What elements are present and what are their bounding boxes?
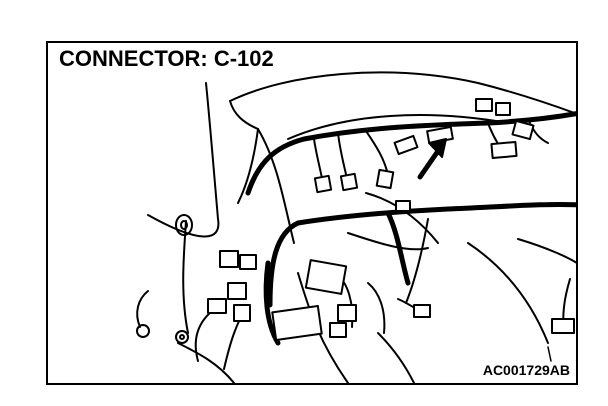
pointer-arrow [417, 138, 447, 180]
ground-terminal [136, 324, 189, 344]
connector-blocks [207, 98, 575, 342]
branch-wires [136, 82, 571, 383]
grommet [175, 214, 193, 236]
figure-code: AC001729AB [480, 362, 572, 378]
wiring-diagram: CONNECTOR: C-102 [46, 41, 578, 385]
code-leader-line [547, 346, 552, 362]
connector-title: CONNECTOR: C-102 [56, 46, 277, 72]
harness-illustration [136, 71, 576, 383]
